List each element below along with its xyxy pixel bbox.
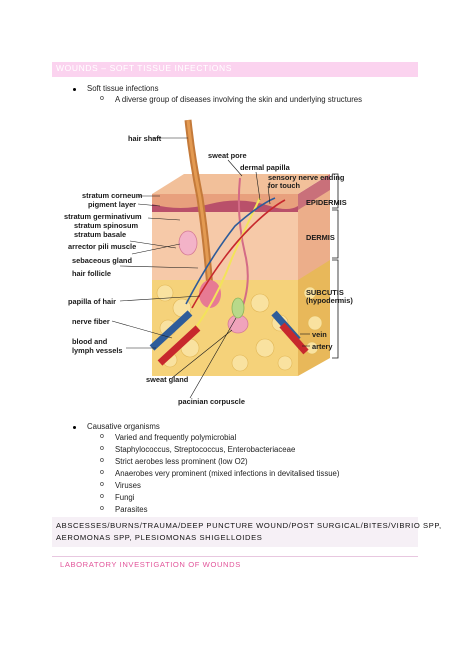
sub-marker: o — [100, 505, 104, 512]
vein-left — [149, 310, 193, 351]
sub-marker: o — [100, 457, 104, 464]
dermis-front — [152, 208, 298, 280]
label-hypodermis: (hypodermis) — [306, 296, 353, 305]
label-dermal-papilla: dermal papilla — [240, 163, 291, 172]
list-item: Staphylococcus, Streptococcus, Enterobac… — [115, 445, 296, 454]
label-sweat-pore: sweat pore — [208, 151, 247, 160]
bullet-dot — [73, 88, 76, 91]
wound-types-box: ABSCESSES/BURNS/TRAUMA/DEEP PUNCTURE WOU… — [52, 517, 441, 547]
wound-types-line-1: ABSCESSES/BURNS/TRAUMA/DEEP PUNCTURE WOU… — [56, 521, 442, 530]
sweat-duct — [237, 177, 249, 319]
sub-marker: o — [100, 469, 104, 476]
label-pigment-layer: pigment layer — [88, 200, 136, 209]
sub-marker: o — [100, 95, 104, 102]
label-nerve-fiber: nerve fiber — [72, 317, 110, 326]
label-pacinian-corpuscle: pacinian corpuscle — [178, 397, 245, 406]
label-sensory-nerve: sensory nerve ending — [268, 173, 345, 182]
label-sebaceous-gland: sebaceous gland — [72, 256, 132, 265]
label-subcutis: SUBCUTIS — [306, 288, 344, 297]
basal-layer — [152, 200, 298, 212]
list-item: Viruses — [115, 481, 141, 490]
sub-marker: o — [100, 481, 104, 488]
list-item: Parasites — [115, 505, 148, 514]
intro-sub: A diverse group of diseases involving th… — [115, 95, 363, 104]
label-artery: artery — [312, 342, 333, 351]
label-vein: vein — [312, 330, 327, 339]
list-item: Strict aerobes less prominent (low O2) — [115, 457, 248, 466]
label-hair-shaft: hair shaft — [128, 134, 162, 143]
list-item: Varied and frequently polymicrobial — [115, 433, 237, 442]
section-banner: WOUNDS – SOFT TISSUE INFECTIONS — [52, 62, 418, 77]
label-lymph-vessels: lymph vessels — [72, 346, 123, 355]
section-heading: LABORATORY INVESTIGATION OF WOUNDS — [60, 560, 241, 569]
sub-marker: o — [100, 493, 104, 500]
label-for-touch: for touch — [268, 181, 301, 190]
intro-bullet: Soft tissue infections — [87, 84, 159, 93]
label-stratum-germinativum: stratum germinativum — [64, 212, 142, 221]
label-sweat-gland: sweat gland — [146, 375, 189, 384]
label-stratum-basale: stratum basale — [74, 230, 126, 239]
label-stratum-spinosum: stratum spinosum — [74, 221, 138, 230]
sebaceous-gland — [178, 230, 198, 256]
label-hair-follicle: hair follicle — [72, 269, 111, 278]
bullet-dot — [73, 426, 76, 429]
list-item: Anaerobes very prominent (mixed infectio… — [115, 469, 340, 478]
wound-types-line-2: AEROMONAS SPP, PLESIOMONAS SHIGELLOIDES — [56, 533, 263, 542]
epidermis-side — [298, 174, 330, 210]
artery-right — [279, 322, 309, 355]
list-item: Fungi — [115, 493, 135, 502]
label-blood-and: blood and — [72, 337, 108, 346]
section-divider — [52, 556, 418, 557]
causes-bullet: Causative organisms — [87, 422, 160, 431]
sub-marker: o — [100, 433, 104, 440]
label-dermis: DERMIS — [306, 233, 335, 242]
label-epidermis: EPIDERMIS — [306, 198, 347, 207]
sub-marker: o — [100, 445, 104, 452]
section-title: WOUNDS – SOFT TISSUE INFECTIONS — [56, 63, 233, 73]
pacinian-corpuscle — [231, 297, 245, 319]
label-papilla-of-hair: papilla of hair — [68, 297, 116, 306]
label-stratum-corneum: stratum corneum — [82, 191, 143, 200]
skin-diagram: hair shaft stratum corneum pigment layer… — [64, 119, 353, 406]
artery-left — [157, 325, 201, 366]
dermis-side — [298, 188, 330, 280]
skin-anatomy-figure: hair shaft stratum corneum pigment layer… — [60, 108, 360, 410]
label-arrector-pili: arrector pili muscle — [68, 242, 136, 251]
